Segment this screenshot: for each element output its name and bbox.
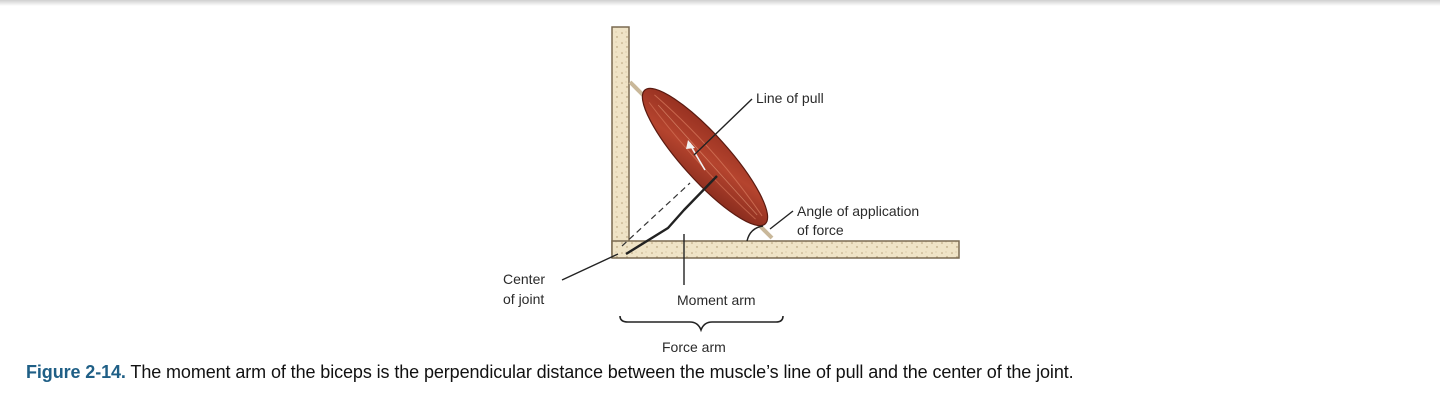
cropped-text-strip bbox=[0, 0, 1440, 6]
label-angle-line2: of force bbox=[797, 222, 844, 238]
figure-number: Figure 2-14. bbox=[26, 362, 126, 382]
label-moment-arm: Moment arm bbox=[677, 292, 756, 308]
moment-arm-bracket bbox=[625, 175, 718, 256]
leader-center-joint bbox=[561, 253, 619, 281]
label-center-line2: of joint bbox=[503, 291, 544, 307]
label-center-line1: Center bbox=[503, 271, 545, 287]
forearm-bone bbox=[611, 240, 960, 259]
leader-line-of-pull bbox=[693, 98, 753, 156]
force-arm-brace bbox=[619, 315, 784, 333]
label-line-of-pull: Line of pull bbox=[756, 90, 824, 106]
label-force-arm: Force arm bbox=[662, 339, 726, 355]
leader-angle bbox=[769, 210, 794, 230]
line-of-pull-dashed bbox=[621, 182, 691, 247]
angle-arc bbox=[746, 225, 764, 242]
figure-caption-text: The moment arm of the biceps is the perp… bbox=[130, 362, 1074, 382]
label-angle-line1: Angle of application bbox=[797, 203, 919, 219]
biceps-muscle bbox=[641, 87, 769, 227]
figure-caption: Figure 2-14. The moment arm of the bicep… bbox=[26, 362, 1426, 383]
upper-arm-bone bbox=[611, 26, 630, 255]
